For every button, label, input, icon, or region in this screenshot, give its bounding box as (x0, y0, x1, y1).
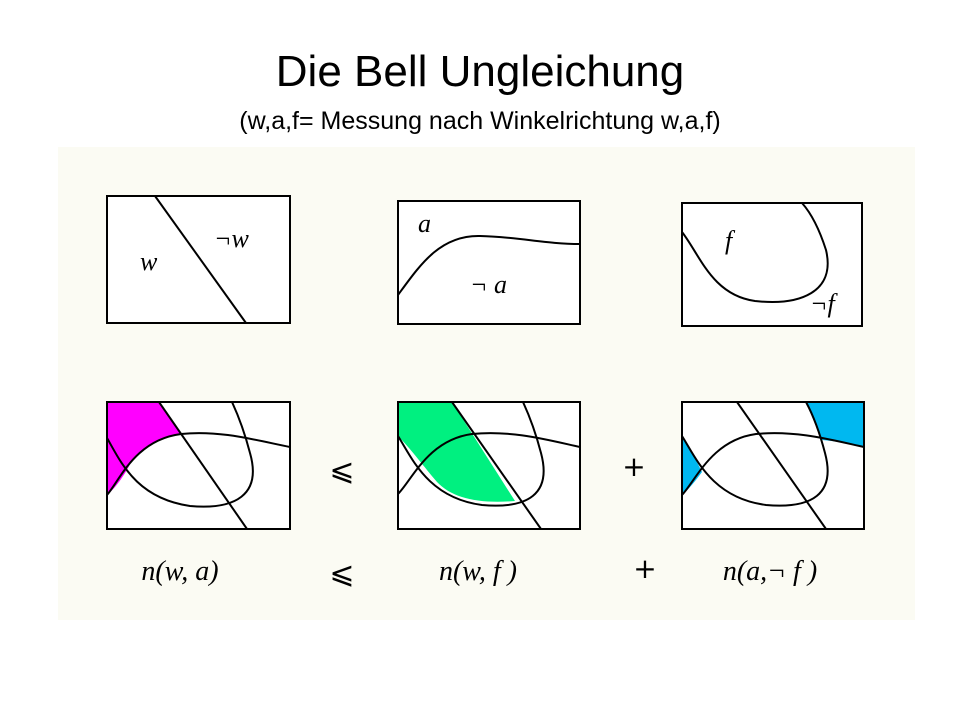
label-f: f (725, 226, 736, 255)
formula-leq: ⩽ (329, 556, 354, 591)
panel-a: a ¬ a (397, 200, 581, 325)
label-a: a (418, 209, 431, 238)
w-boundary-line (154, 195, 247, 324)
w-line (158, 402, 248, 529)
panel-f-frame (681, 202, 863, 327)
label-not-f: ¬f (810, 289, 839, 318)
w-line (736, 402, 827, 529)
label-not-w: ¬w (214, 224, 250, 253)
panel-w: w ¬w (106, 195, 291, 324)
panel-a-frame (397, 200, 581, 325)
panel-f: f ¬f (681, 202, 863, 327)
f-curve (107, 402, 254, 508)
label-not-a: ¬ a (470, 270, 507, 299)
a-curve (398, 432, 580, 495)
formula-lhs: n(w, a) (141, 556, 218, 587)
a-curve (682, 432, 864, 496)
f-boundary-curve (681, 202, 829, 303)
panel-w-frame (106, 195, 291, 324)
a-boundary-curve (397, 234, 581, 296)
leq-symbol: ⩽ (329, 453, 354, 488)
region-w-and-f (398, 402, 515, 502)
formula-term1: n(w, f ) (439, 556, 517, 587)
figure-svg: w ¬w a ¬ a f ¬f (106, 195, 865, 591)
panel-n-w-f (397, 401, 581, 530)
label-w: w (140, 247, 158, 276)
w-line (451, 402, 542, 529)
region-a-not-f-left (682, 436, 702, 495)
panel-n-a-not-f (681, 401, 865, 530)
slide-title: Die Bell Ungleichung (275, 47, 685, 96)
f-curve (682, 402, 829, 507)
a-curve (107, 432, 290, 496)
slide-subtitle: (w,a,f= Messung nach Winkelrichtung w,a,… (239, 107, 721, 135)
formula-term2: n(a,¬ f ) (723, 556, 817, 587)
panel-n-w-a-frame (106, 401, 291, 530)
f-curve (398, 402, 545, 507)
panel-n-w-f-frame (397, 401, 581, 530)
panel-n-w-a (106, 401, 291, 530)
panel-n-a-not-f-frame (681, 401, 865, 530)
plus-symbol: + (622, 450, 645, 483)
bell-inequality-figure: w ¬w a ¬ a f ¬f (58, 147, 915, 620)
formula-plus: + (633, 552, 656, 585)
